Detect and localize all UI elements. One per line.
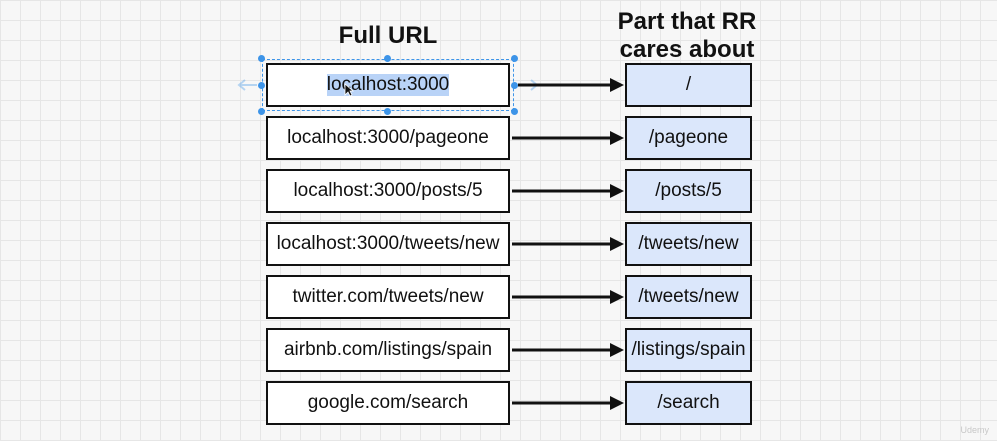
rr-part-heading-line2: cares about: [619, 36, 755, 63]
resize-handle[interactable]: [511, 108, 518, 115]
full-url-box[interactable]: localhost:3000/posts/5: [266, 169, 510, 213]
rr-path-box[interactable]: /search: [625, 381, 752, 425]
arrow-icon: [512, 290, 624, 304]
rr-path-text: /tweets/new: [638, 233, 739, 254]
arrow-icon: [512, 343, 624, 357]
arrow-icon: [512, 184, 624, 198]
rr-path-text: /search: [657, 392, 720, 413]
full-url-box[interactable]: localhost:3000/tweets/new: [266, 222, 510, 266]
arrow-icon: [518, 78, 624, 92]
full-url-heading: Full URL: [338, 22, 438, 49]
rr-part-heading: Part that RR cares about: [592, 8, 782, 64]
full-url-text: localhost:3000/pageone: [287, 127, 489, 148]
rr-path-box[interactable]: /listings/spain: [625, 328, 752, 372]
mapping-row: localhost:3000/pageone /pageone: [0, 116, 997, 162]
udemy-watermark: Udemy: [960, 425, 989, 435]
resize-handle[interactable]: [511, 55, 518, 62]
full-url-box[interactable]: airbnb.com/listings/spain: [266, 328, 510, 372]
rr-path-box[interactable]: /pageone: [625, 116, 752, 160]
rr-part-heading-line1: Part that RR: [617, 8, 757, 35]
rr-path-box[interactable]: /: [625, 63, 752, 107]
mapping-row: localhost:3000 /: [0, 55, 997, 115]
full-url-text: localhost:3000/posts/5: [293, 180, 483, 201]
resize-handle[interactable]: [384, 55, 391, 62]
mapping-row: twitter.com/tweets/new /tweets/new: [0, 275, 997, 321]
rr-path-text: /tweets/new: [638, 286, 739, 307]
rr-path-text: /posts/5: [655, 180, 722, 201]
full-url-text: localhost:3000/tweets/new: [276, 233, 500, 254]
rr-path-box[interactable]: /tweets/new: [625, 275, 752, 319]
mapping-row: airbnb.com/listings/spain /listings/spai…: [0, 328, 997, 374]
full-url-text: google.com/search: [307, 392, 469, 413]
arrow-icon: [512, 131, 624, 145]
resize-handle[interactable]: [511, 82, 518, 89]
arrow-icon: [512, 396, 624, 410]
full-url-box[interactable]: localhost:3000/pageone: [266, 116, 510, 160]
full-url-text: airbnb.com/listings/spain: [283, 339, 493, 360]
full-url-box[interactable]: twitter.com/tweets/new: [266, 275, 510, 319]
rr-path-box[interactable]: /tweets/new: [625, 222, 752, 266]
resize-handle[interactable]: [258, 108, 265, 115]
mapping-row: localhost:3000/posts/5 /posts/5: [0, 169, 997, 215]
full-url-text: localhost:3000: [326, 74, 450, 96]
mapping-row: localhost:3000/tweets/new /tweets/new: [0, 222, 997, 268]
rr-path-text: /: [685, 74, 692, 95]
arrow-icon: [512, 237, 624, 251]
resize-handle[interactable]: [258, 82, 265, 89]
rr-path-box[interactable]: /posts/5: [625, 169, 752, 213]
resize-handle[interactable]: [258, 55, 265, 62]
mapping-row: google.com/search /search: [0, 381, 997, 427]
full-url-text: twitter.com/tweets/new: [292, 286, 484, 307]
resize-handle[interactable]: [384, 108, 391, 115]
mouse-cursor-icon: [344, 83, 354, 97]
rr-path-text: /listings/spain: [631, 339, 746, 360]
full-url-box[interactable]: localhost:3000: [266, 63, 510, 107]
rr-path-text: /pageone: [648, 127, 729, 148]
connect-left-arrow-icon[interactable]: [236, 79, 258, 91]
full-url-box[interactable]: google.com/search: [266, 381, 510, 425]
